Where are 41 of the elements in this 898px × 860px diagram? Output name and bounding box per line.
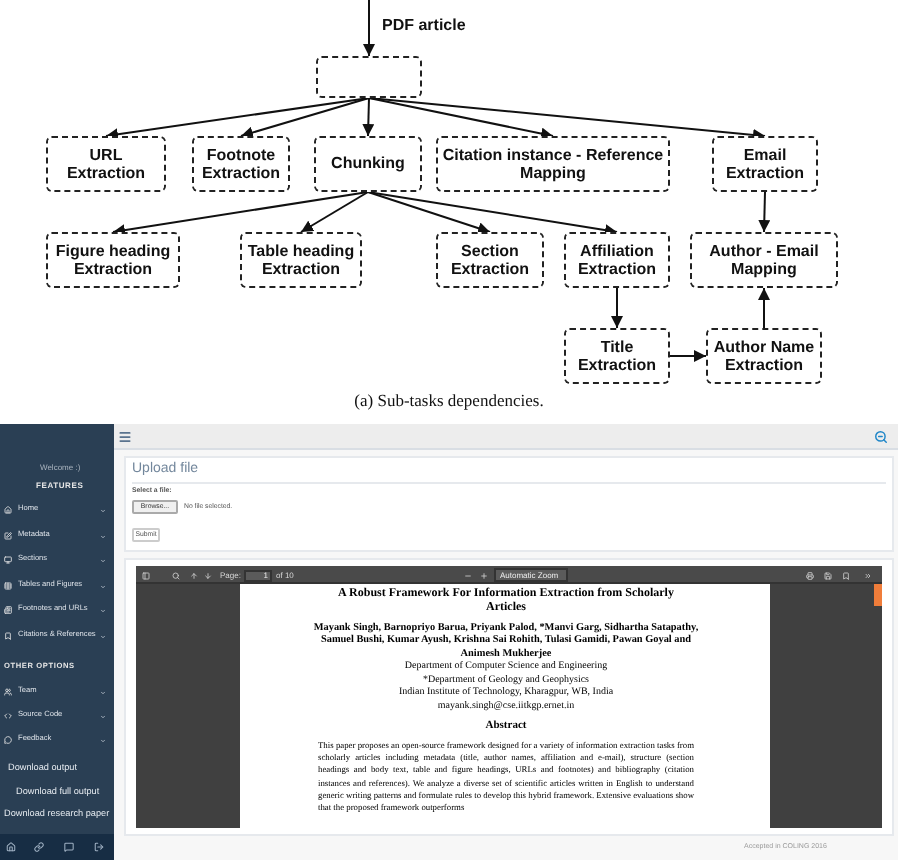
process-box: [314, 136, 422, 192]
process-box: [706, 328, 822, 384]
node-label: Section Extraction: [448, 241, 532, 279]
process-box: [564, 232, 670, 288]
process-box: [192, 136, 290, 192]
arrow: [758, 191, 771, 233]
node-label: Citation instance - Reference Mapping: [440, 145, 666, 183]
process-box: [46, 136, 166, 192]
arrow: [669, 350, 707, 362]
arrow: [611, 287, 623, 329]
process-box: [46, 232, 180, 288]
caption: (a) Sub-tasks dependencies.: [354, 392, 544, 409]
node-label: Title Extraction: [575, 337, 659, 375]
process-box: [690, 232, 838, 288]
node-label: Chunking: [331, 154, 405, 174]
arrow: [368, 97, 766, 141]
arrow: [758, 287, 770, 329]
node-label: Affiliation Extraction: [575, 241, 659, 279]
arrow: [362, 97, 375, 137]
process-box: [564, 328, 670, 384]
process-box: [240, 232, 362, 288]
process-box: [436, 136, 670, 192]
process-box: [712, 136, 818, 192]
process-box: [316, 56, 422, 98]
node-label: Author Name Extraction: [711, 337, 817, 375]
process-box: [436, 232, 544, 288]
arrow: [300, 191, 369, 233]
arrow: [240, 97, 370, 139]
arrow: [367, 191, 618, 236]
arrow: [363, 0, 375, 57]
arrow: [112, 191, 369, 237]
node-label: Table heading Extraction: [245, 241, 357, 279]
node-label: Figure heading Extraction: [53, 241, 173, 279]
node-label: Email Extraction: [723, 145, 807, 183]
arrow: [368, 97, 554, 140]
node-label: Author - Email Mapping: [707, 241, 821, 279]
arrow: [367, 191, 491, 234]
edge-label: PDF article: [380, 18, 468, 34]
node-label: Footnote Extraction: [199, 145, 283, 183]
arrow: [105, 97, 370, 141]
node-label: URL Extraction: [64, 145, 148, 183]
